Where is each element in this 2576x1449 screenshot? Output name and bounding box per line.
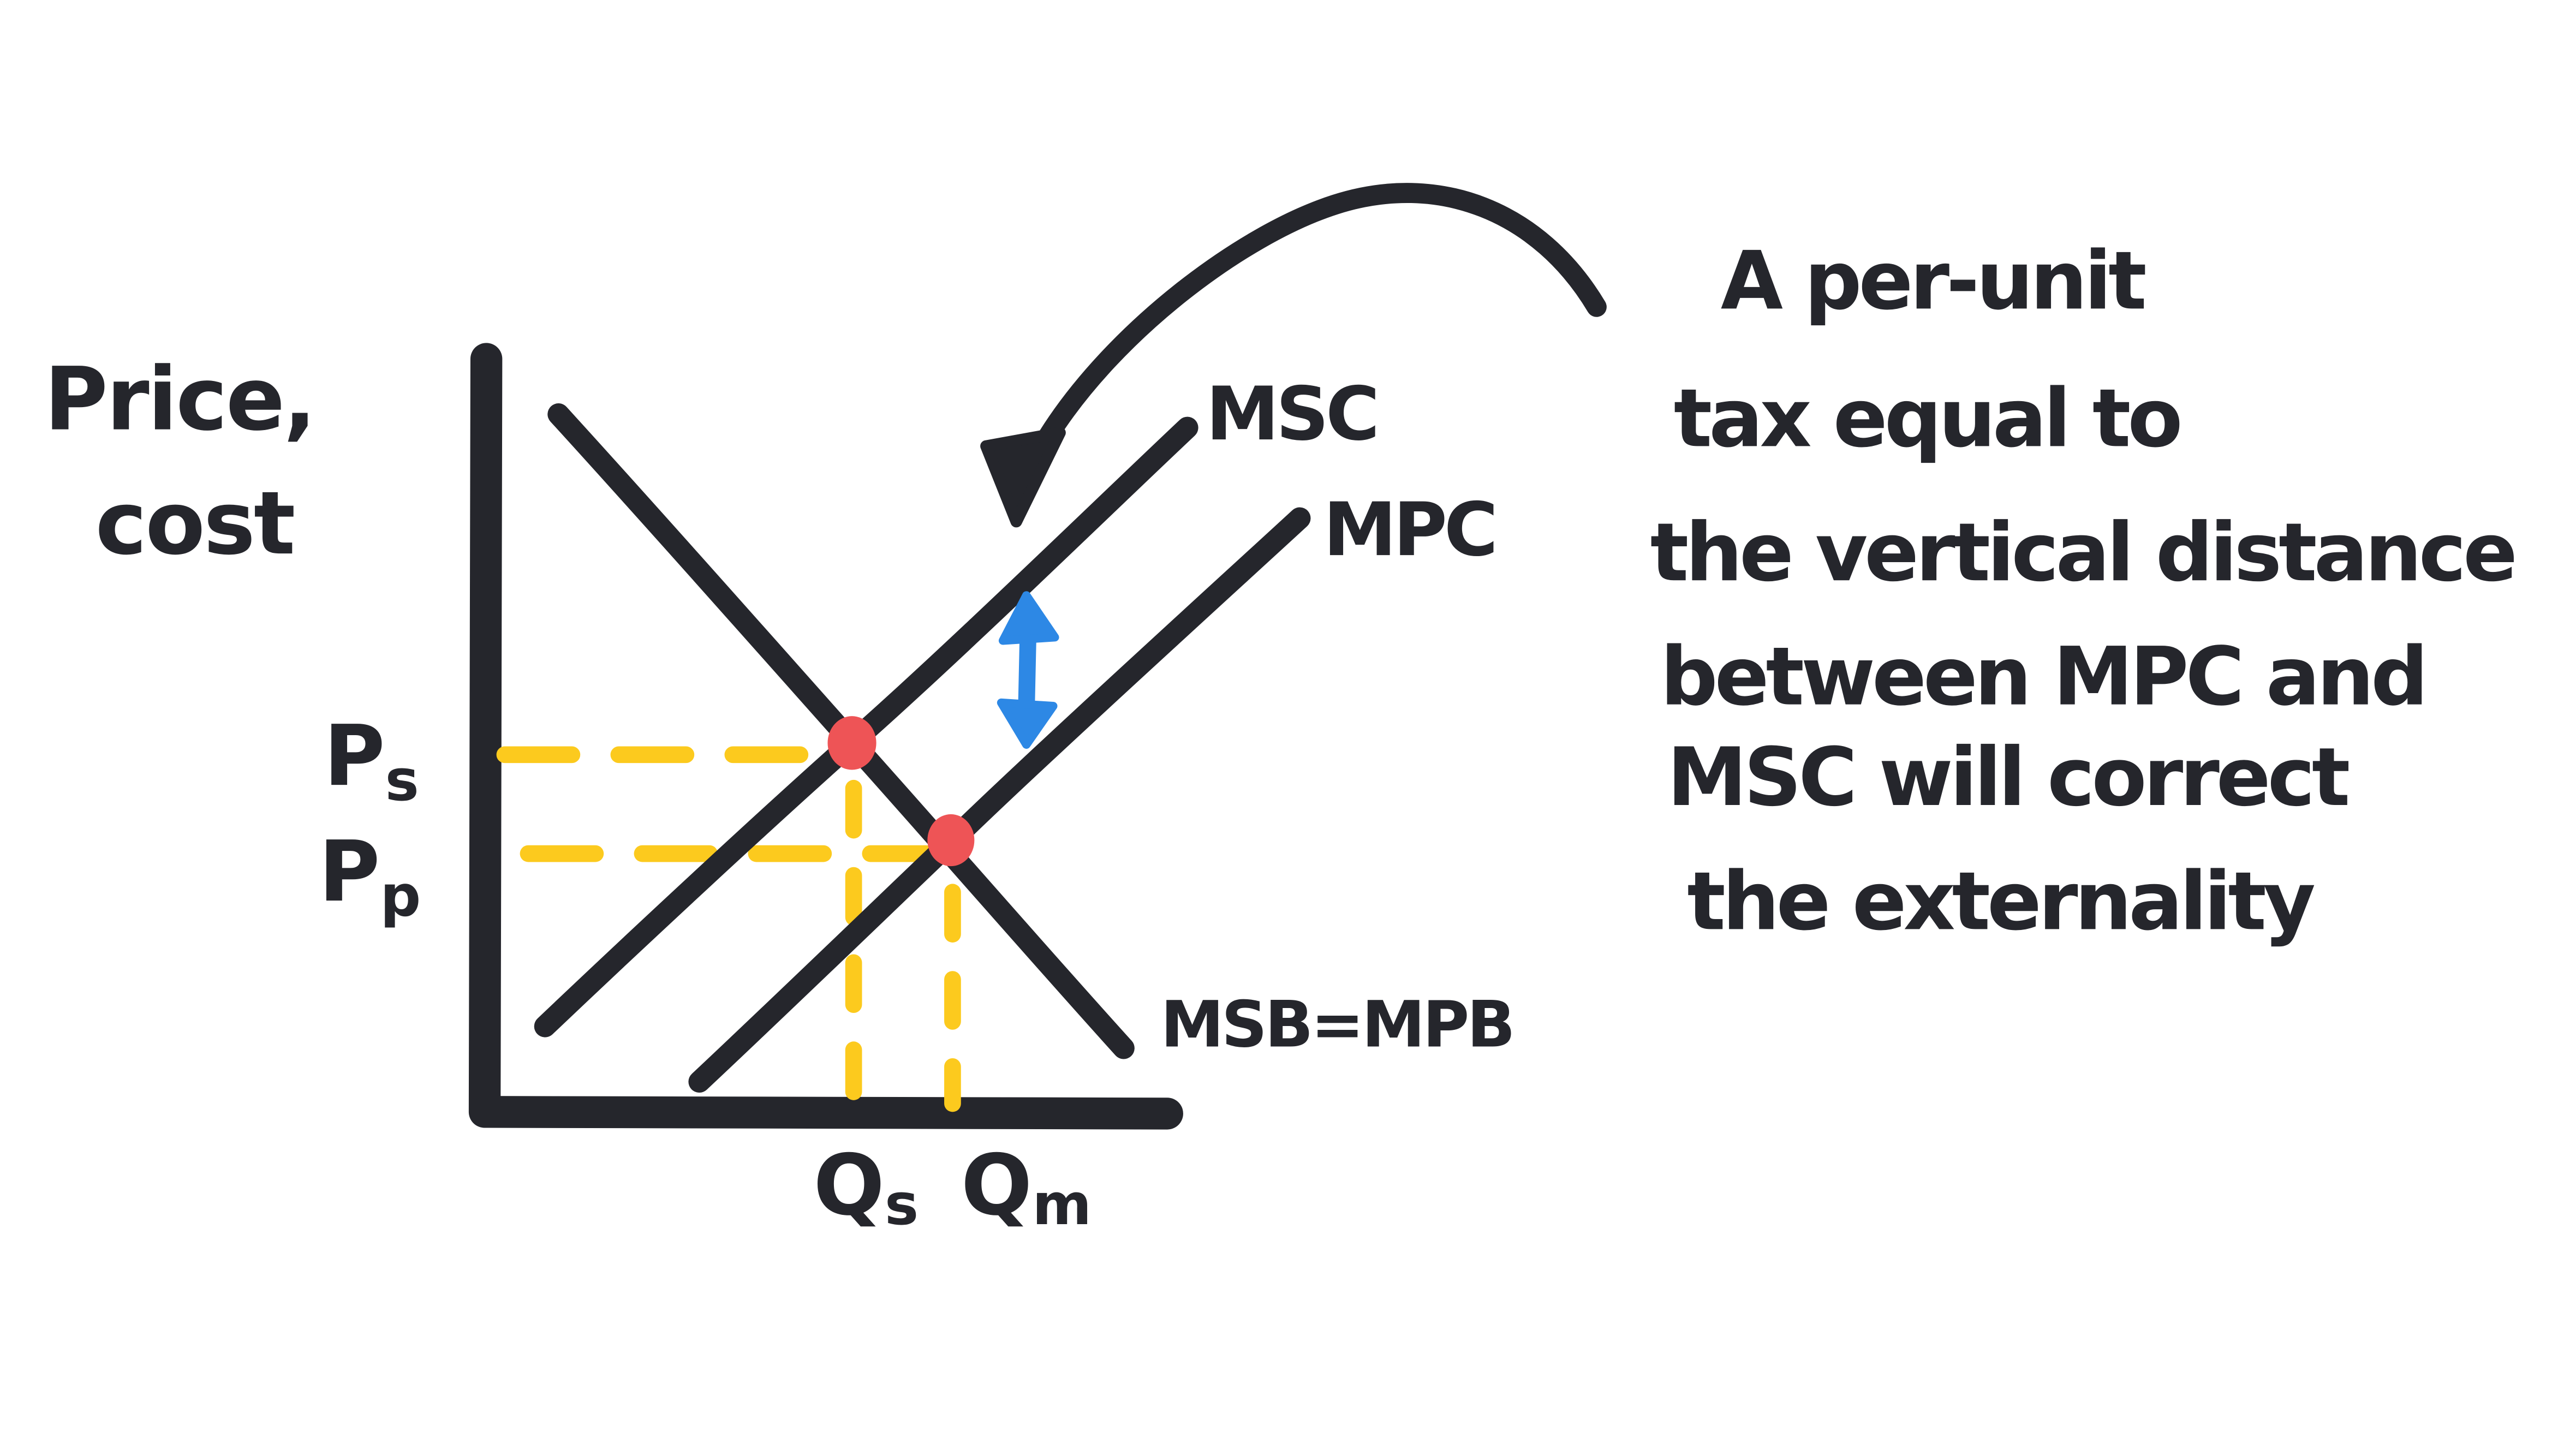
annotation-line-2: tax equal to bbox=[1674, 371, 2180, 465]
callout-arrow-icon bbox=[980, 183, 1607, 528]
quantity-label-qs-main: Q bbox=[813, 1137, 885, 1235]
tax-gap-arrow-icon bbox=[997, 591, 1059, 749]
quantity-label-qm: Qm bbox=[961, 1137, 1092, 1238]
mpc-label: MPC bbox=[1323, 487, 1495, 573]
price-label-pp-sub: p bbox=[380, 863, 421, 929]
msb-mpb-label: MSB=MPB bbox=[1160, 987, 1513, 1062]
callout-arrow-shaft bbox=[1038, 183, 1607, 446]
price-label-ps-main: P bbox=[324, 707, 385, 805]
dashed-guides bbox=[496, 746, 961, 1112]
axes bbox=[468, 343, 1183, 1130]
quantity-label-qm-main: Q bbox=[961, 1137, 1033, 1235]
quantity-label-qm-sub: m bbox=[1032, 1171, 1092, 1238]
tax-gap-arrow-shaft bbox=[1018, 625, 1037, 720]
tax-gap-arrow-up-head bbox=[998, 591, 1059, 645]
x-axis bbox=[470, 1096, 1183, 1130]
annotation-line-6: the externality bbox=[1687, 854, 2314, 948]
y-axis bbox=[468, 343, 503, 1128]
callout-arrow-head bbox=[980, 427, 1066, 528]
y-axis-title-line2: cost bbox=[96, 473, 294, 574]
equilibrium-dot-social bbox=[827, 716, 876, 770]
annotation-line-3: the vertical distance bbox=[1650, 505, 2514, 599]
annotation-line-1: A per-unit bbox=[1721, 234, 2145, 327]
annotation-line-5: MSC will correct bbox=[1667, 730, 2348, 824]
equilibrium-dot-private bbox=[927, 814, 975, 867]
tax-gap-arrow-down-head bbox=[997, 698, 1058, 749]
price-label-pp: Pp bbox=[319, 823, 421, 929]
quantity-label-qs: Qs bbox=[813, 1137, 919, 1238]
annotation-text-block: A per-unit tax equal to the vertical dis… bbox=[1650, 234, 2518, 948]
msc-label: MSC bbox=[1206, 371, 1376, 457]
y-axis-title-line1: Price, bbox=[44, 349, 315, 450]
price-label-pp-main: P bbox=[319, 823, 380, 921]
price-label-ps-sub: s bbox=[385, 747, 419, 814]
price-label-ps: Ps bbox=[324, 707, 419, 814]
quantity-label-qs-sub: s bbox=[885, 1171, 919, 1238]
annotation-line-4: between MPC and bbox=[1660, 630, 2425, 724]
